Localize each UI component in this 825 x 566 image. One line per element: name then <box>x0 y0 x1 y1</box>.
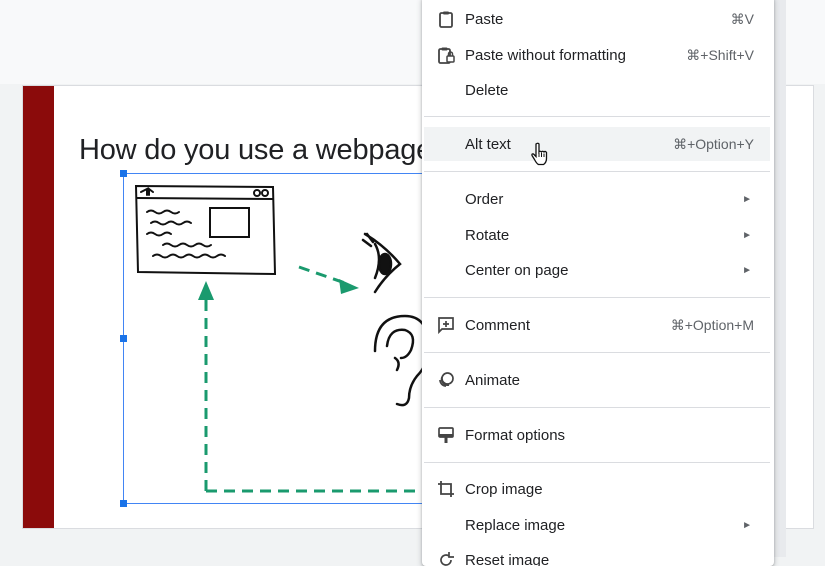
submenu-arrow-icon: ► <box>742 265 752 276</box>
menu-item-alt-text[interactable]: Alt text ⌘+Option+Y <box>424 127 770 161</box>
menu-item-shortcut: ⌘+Option+Y <box>673 136 754 153</box>
clipboard-lock-icon <box>436 45 456 65</box>
menu-item-label: Crop image <box>465 481 543 498</box>
menu-item-paste-without-formatting[interactable]: Paste without formatting ⌘+Shift+V <box>422 38 774 72</box>
menu-item-replace-image[interactable]: Replace image ► <box>422 508 774 542</box>
menu-separator <box>424 116 770 117</box>
resize-handle-left[interactable] <box>120 335 127 342</box>
menu-item-label: Paste without formatting <box>465 47 626 64</box>
menu-item-comment[interactable]: Comment ⌘+Option+M <box>422 308 774 342</box>
menu-item-label: Comment <box>465 317 530 334</box>
menu-item-label: Paste <box>465 11 503 28</box>
menu-item-center-on-page[interactable]: Center on page ► <box>422 253 774 287</box>
menu-item-delete[interactable]: Delete <box>422 73 774 107</box>
menu-item-animate[interactable]: Animate <box>422 363 774 397</box>
menu-item-label: Order <box>465 191 503 208</box>
submenu-arrow-icon: ► <box>742 520 752 531</box>
menu-separator <box>424 297 770 298</box>
submenu-arrow-icon: ► <box>742 230 752 241</box>
reset-icon <box>436 550 456 566</box>
menu-item-shortcut: ⌘+Option+M <box>671 317 754 334</box>
add-comment-icon <box>436 315 456 335</box>
submenu-arrow-icon: ► <box>742 194 752 205</box>
hand-pointer-cursor-icon <box>530 142 550 166</box>
menu-separator <box>424 171 770 172</box>
context-menu: Paste ⌘V Paste without formatting ⌘+Shif… <box>422 0 774 566</box>
format-paint-icon <box>436 425 456 445</box>
menu-separator <box>424 352 770 353</box>
menu-item-label: Alt text <box>465 136 511 153</box>
menu-item-label: Reset image <box>465 552 549 566</box>
menu-separator <box>424 462 770 463</box>
menu-item-reset-image[interactable]: Reset image <box>422 543 774 566</box>
menu-item-crop-image[interactable]: Crop image <box>422 472 774 506</box>
menu-separator <box>424 407 770 408</box>
clipboard-icon <box>436 9 456 29</box>
resize-handle-top-left[interactable] <box>120 170 127 177</box>
menu-item-order[interactable]: Order ► <box>422 182 774 216</box>
menu-item-shortcut: ⌘V <box>731 11 754 28</box>
menu-item-rotate[interactable]: Rotate ► <box>422 218 774 252</box>
menu-item-paste[interactable]: Paste ⌘V <box>422 2 774 36</box>
crop-icon <box>436 479 456 499</box>
resize-handle-bottom-left[interactable] <box>120 500 127 507</box>
menu-item-label: Format options <box>465 427 565 444</box>
menu-item-format-options[interactable]: Format options <box>422 418 774 452</box>
animate-icon <box>436 370 456 390</box>
menu-item-label: Replace image <box>465 517 565 534</box>
menu-item-label: Rotate <box>465 227 509 244</box>
menu-item-label: Center on page <box>465 262 568 279</box>
menu-item-shortcut: ⌘+Shift+V <box>686 47 754 64</box>
image-selection-box[interactable] <box>123 173 453 504</box>
menu-scrollbar[interactable] <box>774 0 786 557</box>
menu-item-label: Animate <box>465 372 520 389</box>
menu-item-label: Delete <box>465 82 508 99</box>
